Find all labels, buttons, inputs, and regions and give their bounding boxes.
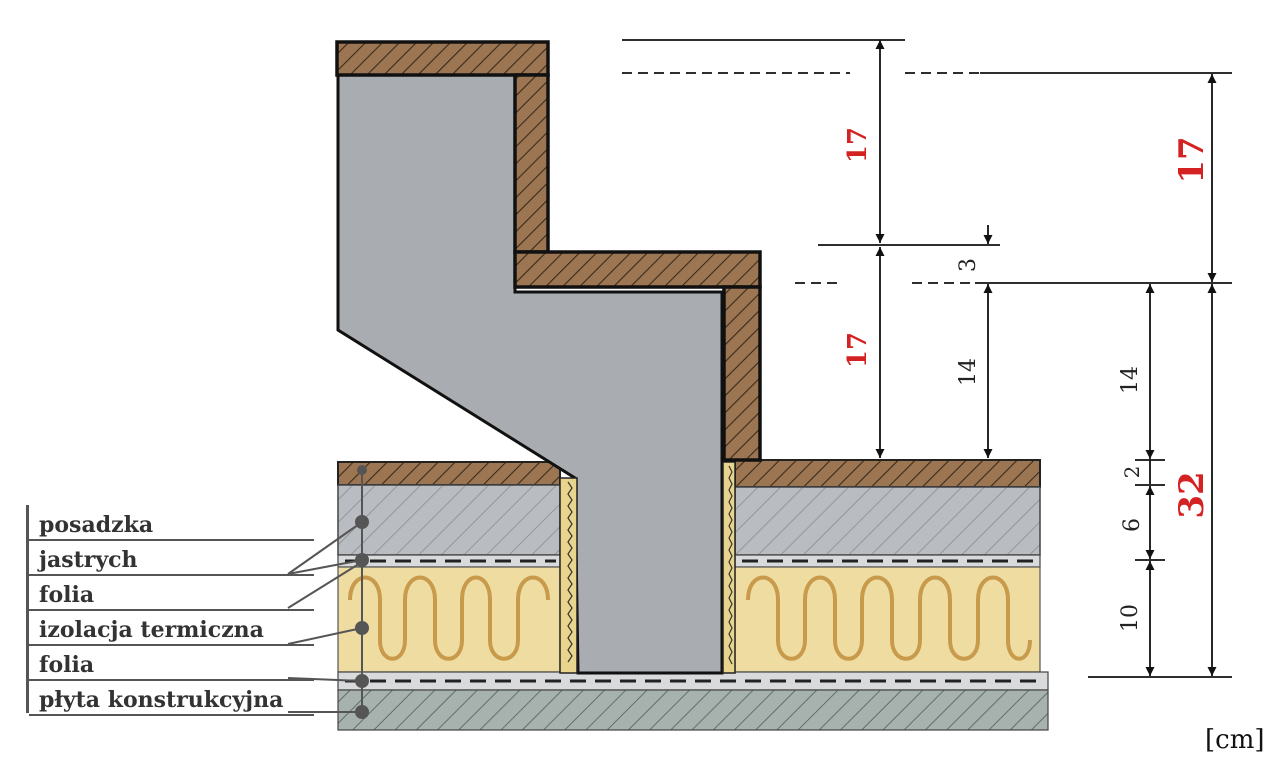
insulation-wave-left (348, 575, 550, 661)
screed-left (337, 484, 561, 556)
foil-bottom (337, 671, 1049, 691)
legend-label: płyta konstrukcyjna (39, 687, 284, 713)
dim-total-floor: 32 (1172, 471, 1212, 518)
legend-label: izolacja termiczna (39, 617, 264, 643)
legend-item-jastrych: jastrych (29, 540, 314, 576)
riser-upper (513, 73, 550, 254)
dilatation-strip-left (559, 477, 578, 674)
dim-lower-height-right: 14 (1118, 366, 1143, 394)
legend-item-posadzka: posadzka (29, 505, 314, 541)
legend-bar (26, 505, 29, 713)
legend-label: folia (39, 652, 95, 678)
layer-leaders (287, 465, 369, 719)
insulation-wave-right (746, 575, 1032, 661)
dim-lower-height: 14 (956, 358, 981, 386)
floor-finish-right (734, 459, 1041, 488)
legend-label: jastrych (39, 547, 138, 573)
riser-lower (722, 285, 762, 462)
legend-label: posadzka (39, 512, 154, 538)
dim-riser-upper: 17 (843, 127, 873, 163)
insulation-left (337, 566, 561, 673)
legend-item-izolacja: izolacja termiczna (29, 610, 314, 646)
dimension-labels: 17 17 17 32 3 14 14 2 6 10 (843, 127, 1212, 632)
dim-insulation: 10 (1118, 604, 1143, 632)
legend-item-folia-top: folia (29, 575, 314, 611)
dimension-lines (622, 39, 1232, 678)
concrete-slab (337, 689, 1049, 731)
legend-label: folia (39, 582, 95, 608)
unit-label: [cm] (1205, 725, 1265, 755)
legend-item-plyta: płyta konstrukcyjna (29, 680, 314, 716)
step-cladding (335, 40, 762, 462)
dilatation-strip-right (722, 461, 736, 674)
dim-tread-thickness: 3 (956, 258, 981, 272)
legend-item-folia-bottom: folia (29, 645, 314, 681)
floor-finish-left (337, 461, 561, 486)
dim-screed: 6 (1120, 518, 1145, 532)
screed-right (734, 486, 1041, 556)
dim-riser-lower: 17 (843, 332, 873, 368)
floor-layers (337, 459, 1049, 731)
dim-riser-right: 17 (1172, 136, 1212, 183)
dim-floor-finish: 2 (1120, 466, 1144, 479)
tread-top (335, 40, 550, 77)
tread-middle (513, 250, 762, 289)
